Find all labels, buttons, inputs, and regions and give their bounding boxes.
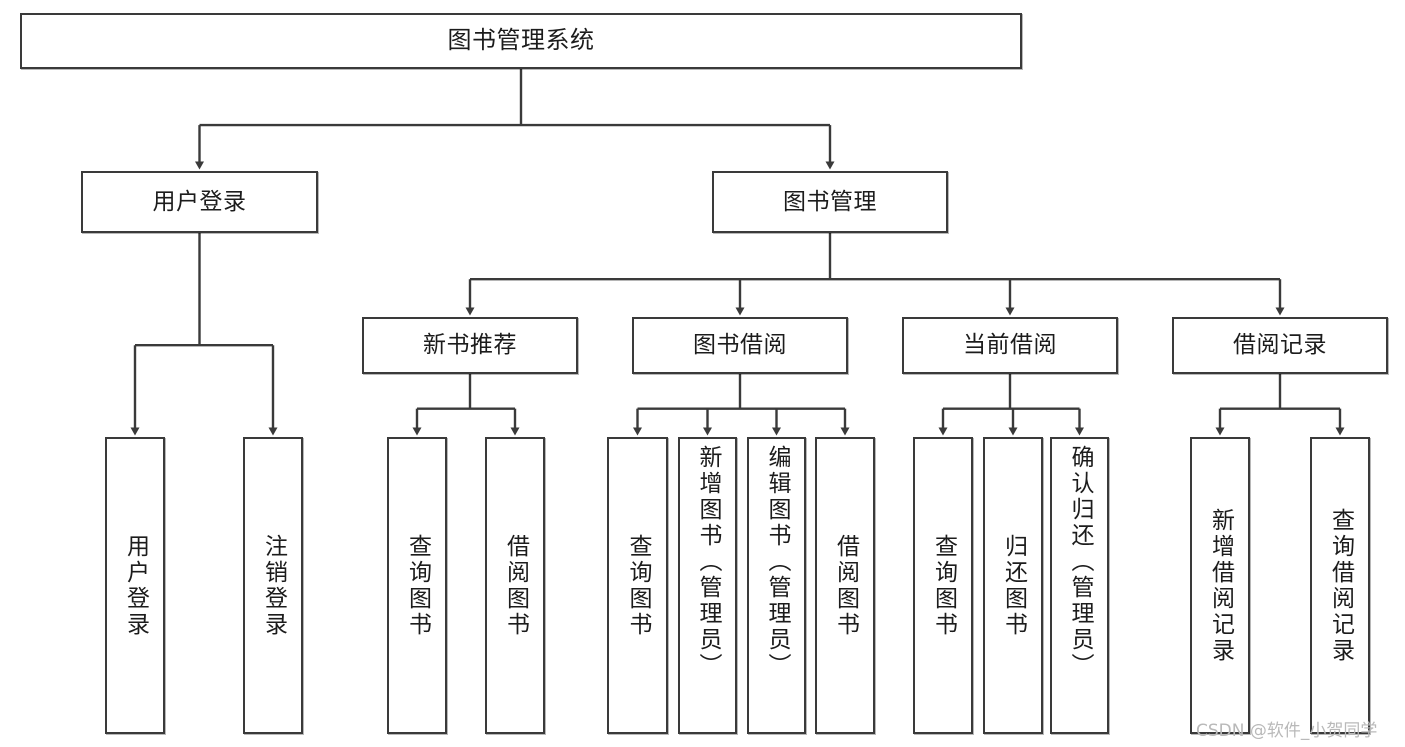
node-label: 用户登录: [122, 533, 149, 638]
node-leaf-return-book[interactable]: 归还图书: [983, 437, 1043, 734]
node-leaf-add-book[interactable]: 新增图书（管理员）: [678, 437, 737, 734]
node-label: 查询图书: [404, 533, 431, 638]
node-label: 归还图书: [1000, 533, 1027, 638]
node-label: 新书推荐: [423, 332, 517, 359]
node-leaf-edit-book[interactable]: 编辑图书（管理员）: [747, 437, 806, 734]
node-leaf-query-book-2[interactable]: 查询图书: [607, 437, 668, 734]
node-leaf-confirm-return[interactable]: 确认归还（管理员）: [1050, 437, 1109, 734]
node-leaf-query-book-1[interactable]: 查询图书: [387, 437, 447, 734]
node-leaf-user-login[interactable]: 用户登录: [105, 437, 165, 734]
node-leaf-add-record[interactable]: 新增借阅记录: [1190, 437, 1250, 734]
node-label: 新增借阅记录: [1207, 507, 1234, 664]
node-label: 用户登录: [152, 188, 247, 215]
node-leaf-logout[interactable]: 注销登录: [243, 437, 303, 734]
node-borrow-record[interactable]: 借阅记录: [1172, 317, 1388, 374]
node-label: 查询借阅记录: [1327, 507, 1354, 664]
node-current-borrow[interactable]: 当前借阅: [902, 317, 1118, 374]
node-label: 注销登录: [260, 533, 287, 638]
node-label: 编辑图书（管理员）: [764, 445, 790, 679]
node-label: 新增图书（管理员）: [695, 445, 721, 679]
node-leaf-query-book-3[interactable]: 查询图书: [913, 437, 973, 734]
node-label: 图书借阅: [693, 332, 787, 359]
node-label: 图书管理: [783, 188, 877, 215]
node-leaf-query-record[interactable]: 查询借阅记录: [1310, 437, 1370, 734]
node-leaf-borrow-book-2[interactable]: 借阅图书: [815, 437, 875, 734]
node-root[interactable]: 图书管理系统: [20, 13, 1022, 69]
node-label: 当前借阅: [963, 332, 1057, 359]
node-book-manage[interactable]: 图书管理: [712, 171, 948, 233]
node-label: 确认归还（管理员）: [1067, 445, 1093, 679]
node-label: 图书管理系统: [447, 26, 595, 55]
node-book-borrow[interactable]: 图书借阅: [632, 317, 848, 374]
node-user-login[interactable]: 用户登录: [81, 171, 318, 233]
node-label: 借阅图书: [832, 533, 859, 638]
node-label: 查询图书: [625, 533, 651, 638]
node-new-book-rec[interactable]: 新书推荐: [362, 317, 578, 374]
node-label: 借阅记录: [1233, 332, 1327, 359]
node-label: 借阅图书: [502, 533, 529, 638]
node-leaf-borrow-book-1[interactable]: 借阅图书: [485, 437, 545, 734]
node-label: 查询图书: [930, 533, 957, 638]
